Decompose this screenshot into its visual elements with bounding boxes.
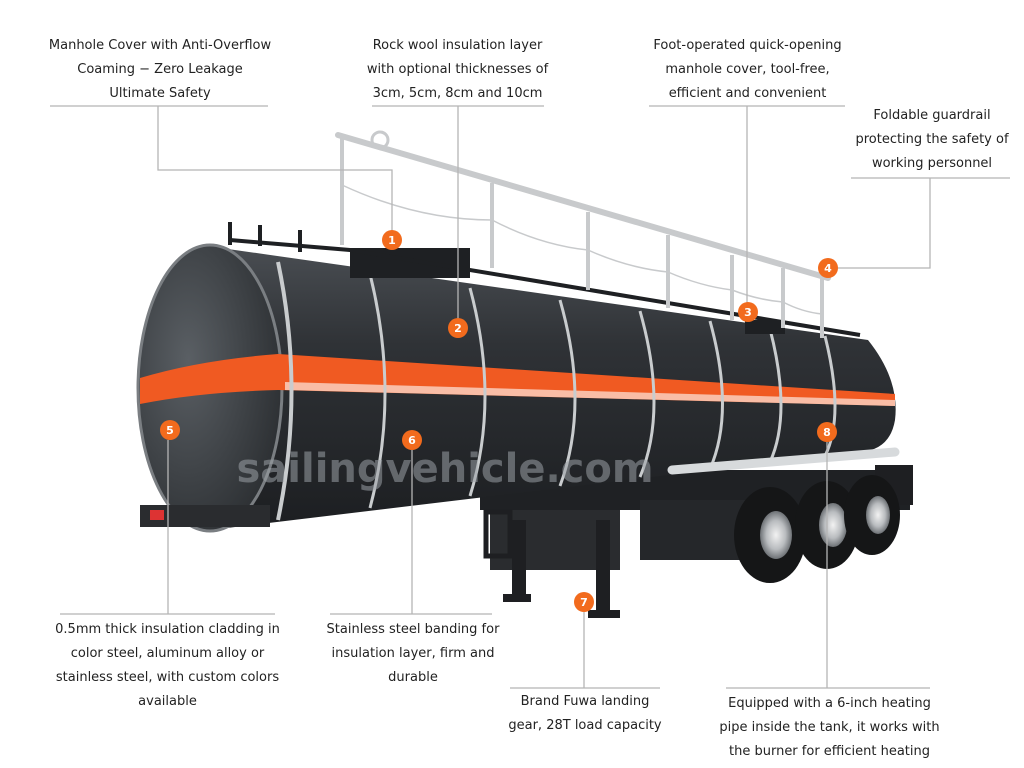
badge-1-number: 1 (388, 234, 396, 247)
callout-3-line-1: Foot-operated quick-opening (653, 38, 842, 53)
badge-2: 2 (448, 318, 468, 338)
callout-4-foldable-guardrail: Foldable guardrail protecting the safety… (848, 104, 1016, 176)
badge-8-number: 8 (823, 426, 831, 439)
badge-8: 8 (817, 422, 837, 442)
badge-1: 1 (382, 230, 402, 250)
callout-5-insulation-cladding: 0.5mm thick insulation cladding in color… (50, 618, 285, 714)
callout-4-line-3: working personnel (871, 156, 993, 171)
badge-5: 5 (160, 420, 180, 440)
callout-8-line-2: pipe inside the tank, it works with (719, 720, 940, 735)
callout-7-line-1: Brand Fuwa landing (520, 694, 650, 709)
badge-6-number: 6 (408, 434, 416, 447)
badge-4-number: 4 (824, 262, 832, 275)
badge-3: 3 (738, 302, 758, 322)
badge-4: 4 (818, 258, 838, 278)
callout-5-line-3: stainless steel, with custom colors (55, 670, 280, 685)
callout-3-line-3: efficient and convenient (668, 86, 827, 101)
callout-2-line-3: 3cm, 5cm, 8cm and 10cm (372, 86, 543, 101)
callout-2-line-1: Rock wool insulation layer (372, 38, 543, 53)
callout-3-quick-opening-manhole: Foot-operated quick-opening manhole cove… (640, 34, 855, 106)
callout-4-line-1: Foldable guardrail (873, 108, 991, 123)
top-structure (228, 130, 861, 338)
tank-body (136, 243, 900, 533)
badge-2-number: 2 (454, 322, 462, 335)
leader-4 (836, 178, 931, 269)
badge-5-number: 5 (166, 424, 174, 437)
callout-4-line-2: protecting the safety of (855, 132, 1009, 147)
callout-1-line-3: Ultimate Safety (109, 86, 211, 101)
callout-8-line-1: Equipped with a 6-inch heating (728, 696, 931, 711)
callout-1-line-2: Coaming − Zero Leakage (77, 62, 243, 77)
callout-5-line-2: color steel, aluminum alloy or (70, 646, 265, 661)
callout-1-manhole-anti-overflow: Manhole Cover with Anti-Overflow Coaming… (40, 34, 280, 106)
badge-7: 7 (574, 592, 594, 612)
badge-6: 6 (402, 430, 422, 450)
badge-7-number: 7 (580, 596, 588, 609)
wheels (734, 475, 900, 583)
leader-1 (157, 106, 393, 232)
watermark: sailingvehicle.com (236, 446, 653, 492)
callout-7-line-2: gear, 28T load capacity (508, 718, 662, 733)
callout-8-line-3: the burner for efficient heating (729, 744, 930, 759)
callout-2-rock-wool-insulation: Rock wool insulation layer with optional… (355, 34, 560, 106)
callout-5-line-4: available (138, 694, 197, 709)
leader-lines (50, 105, 1010, 689)
callout-6-line-3: durable (388, 670, 438, 685)
callout-7-landing-gear: Brand Fuwa landing gear, 28T load capaci… (500, 690, 670, 738)
callout-1-line-1: Manhole Cover with Anti-Overflow (48, 38, 272, 53)
badges: 1 2 3 4 5 6 7 8 (160, 230, 838, 612)
badge-3-number: 3 (744, 306, 752, 319)
callout-6-stainless-banding: Stainless steel banding for insulation l… (318, 618, 508, 690)
callout-3-line-2: manhole cover, tool-free, (665, 62, 830, 77)
callout-2-line-2: with optional thicknesses of (366, 62, 549, 77)
callout-6-line-2: insulation layer, firm and (331, 646, 495, 661)
callout-5-line-1: 0.5mm thick insulation cladding in (55, 622, 280, 637)
callout-8-heating-pipe: Equipped with a 6-inch heating pipe insi… (712, 692, 947, 764)
callout-6-line-1: Stainless steel banding for (326, 622, 500, 637)
